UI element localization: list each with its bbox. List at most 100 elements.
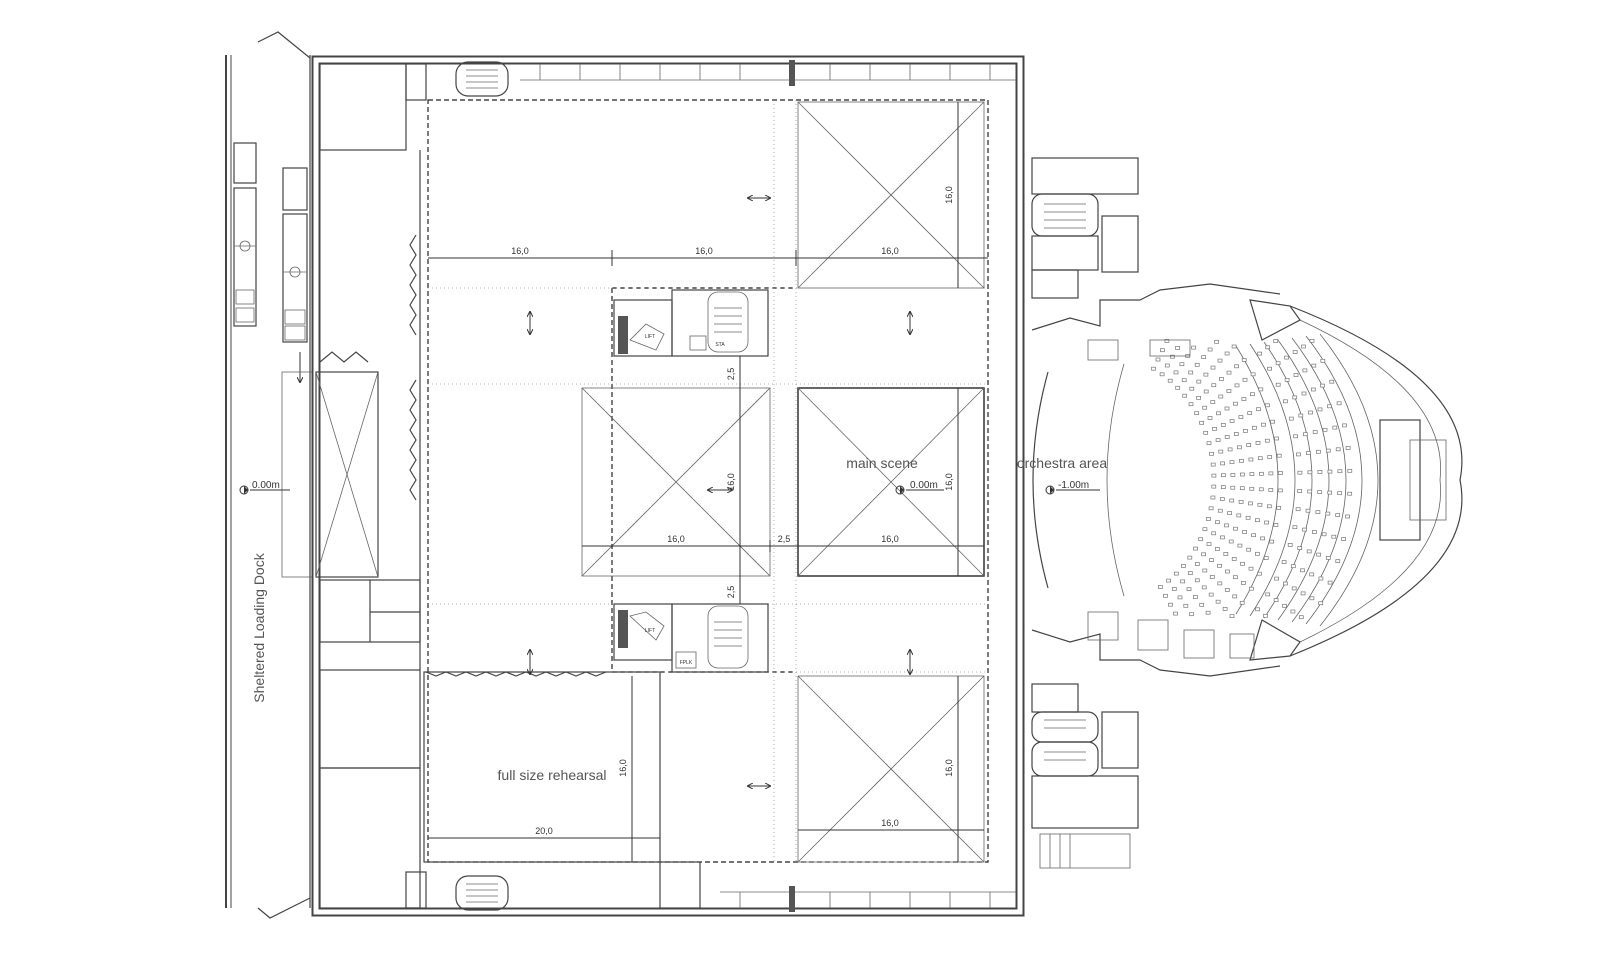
seat xyxy=(1305,508,1311,513)
seat xyxy=(1341,537,1346,541)
seat xyxy=(1345,446,1351,450)
seat xyxy=(1194,578,1200,583)
seat xyxy=(1298,615,1304,620)
dim-label: 16,0 xyxy=(881,534,899,544)
seat xyxy=(1325,511,1331,516)
seat xyxy=(1300,568,1305,573)
seat xyxy=(1196,396,1201,400)
seat xyxy=(1342,423,1347,428)
seat xyxy=(1159,372,1165,377)
seat xyxy=(1275,361,1281,366)
seat xyxy=(1175,385,1181,390)
seat xyxy=(1226,389,1232,393)
seat xyxy=(1167,378,1173,383)
seat xyxy=(1268,471,1274,476)
seat xyxy=(1276,505,1282,510)
seat xyxy=(1309,596,1315,601)
seat xyxy=(1206,542,1212,546)
seat xyxy=(1229,614,1235,618)
seat xyxy=(1257,351,1263,356)
seat xyxy=(1252,425,1257,430)
seat xyxy=(1274,576,1279,581)
rehearsal-label: full size rehearsal xyxy=(498,767,607,783)
dimensions: 16,0 16,0 16,0 16,0 16,0 16,0 16,0 2,5 2… xyxy=(428,102,988,862)
seat xyxy=(1166,578,1171,583)
truck-icon xyxy=(282,167,308,343)
seat xyxy=(1309,572,1315,577)
seat xyxy=(1210,495,1216,500)
seat xyxy=(1335,447,1341,452)
dim-label: 2,5 xyxy=(726,586,736,599)
seat xyxy=(1210,365,1216,370)
seat xyxy=(1337,469,1343,474)
seat xyxy=(1331,534,1337,539)
elevation-marker: 0.00m xyxy=(239,480,290,495)
core-label: FPLK xyxy=(680,660,693,666)
seat xyxy=(1164,339,1170,343)
seat xyxy=(1306,549,1312,554)
seat xyxy=(1258,487,1264,492)
seat xyxy=(1188,370,1194,375)
seat xyxy=(1297,470,1303,475)
seat xyxy=(1236,513,1242,518)
seat xyxy=(1263,556,1269,560)
seat xyxy=(1255,607,1260,612)
seat xyxy=(1239,458,1244,463)
dim-label: 2,5 xyxy=(778,534,791,544)
seat xyxy=(1268,488,1274,492)
seat xyxy=(1201,585,1207,590)
orchestra-elevation: -1.00m xyxy=(1058,480,1089,491)
seat xyxy=(1233,575,1238,580)
seat xyxy=(1187,555,1193,560)
seat xyxy=(1275,382,1281,387)
seat xyxy=(1292,350,1298,354)
seat xyxy=(1223,552,1229,556)
seat xyxy=(1278,471,1283,475)
seat xyxy=(1284,355,1289,360)
seat xyxy=(1215,547,1220,551)
seat xyxy=(1206,441,1212,446)
seat xyxy=(1168,602,1173,607)
seat xyxy=(1300,591,1306,596)
seat xyxy=(1273,523,1279,527)
seat xyxy=(1255,441,1261,445)
dim-label: 16,0 xyxy=(944,473,954,491)
seat xyxy=(1221,473,1226,478)
seat xyxy=(1181,564,1186,568)
seat xyxy=(1248,457,1254,462)
seat xyxy=(1220,461,1225,466)
seat xyxy=(1243,429,1248,433)
seat xyxy=(1209,575,1215,579)
seat xyxy=(1264,438,1270,443)
seat xyxy=(1318,601,1324,606)
seat xyxy=(1335,559,1341,563)
seat xyxy=(1250,372,1256,377)
stalls-seating xyxy=(1106,333,1379,627)
seat xyxy=(1173,611,1178,616)
dim-label: 16,0 xyxy=(881,818,899,828)
seat xyxy=(1220,485,1226,489)
seat xyxy=(1155,357,1161,362)
loading-dock-label: Sheltered Loading Dock xyxy=(251,552,267,702)
seat xyxy=(1312,530,1317,534)
seat xyxy=(1214,339,1219,344)
seat xyxy=(1329,379,1335,384)
seat xyxy=(1180,579,1185,584)
seat xyxy=(1194,562,1200,566)
seat xyxy=(1242,377,1248,382)
core-label: LIFT xyxy=(645,334,655,340)
seat xyxy=(1265,345,1271,350)
seat xyxy=(1215,599,1221,604)
seat xyxy=(1227,447,1233,452)
seat xyxy=(1229,498,1235,503)
seat xyxy=(1227,511,1232,515)
seat xyxy=(1327,490,1333,495)
seat xyxy=(1263,613,1268,618)
dim-label: 16,0 xyxy=(944,186,954,204)
auditorium xyxy=(1031,283,1463,677)
seat xyxy=(1238,500,1244,504)
seat xyxy=(1237,445,1242,450)
seat xyxy=(1211,473,1217,478)
seat xyxy=(1201,552,1206,557)
